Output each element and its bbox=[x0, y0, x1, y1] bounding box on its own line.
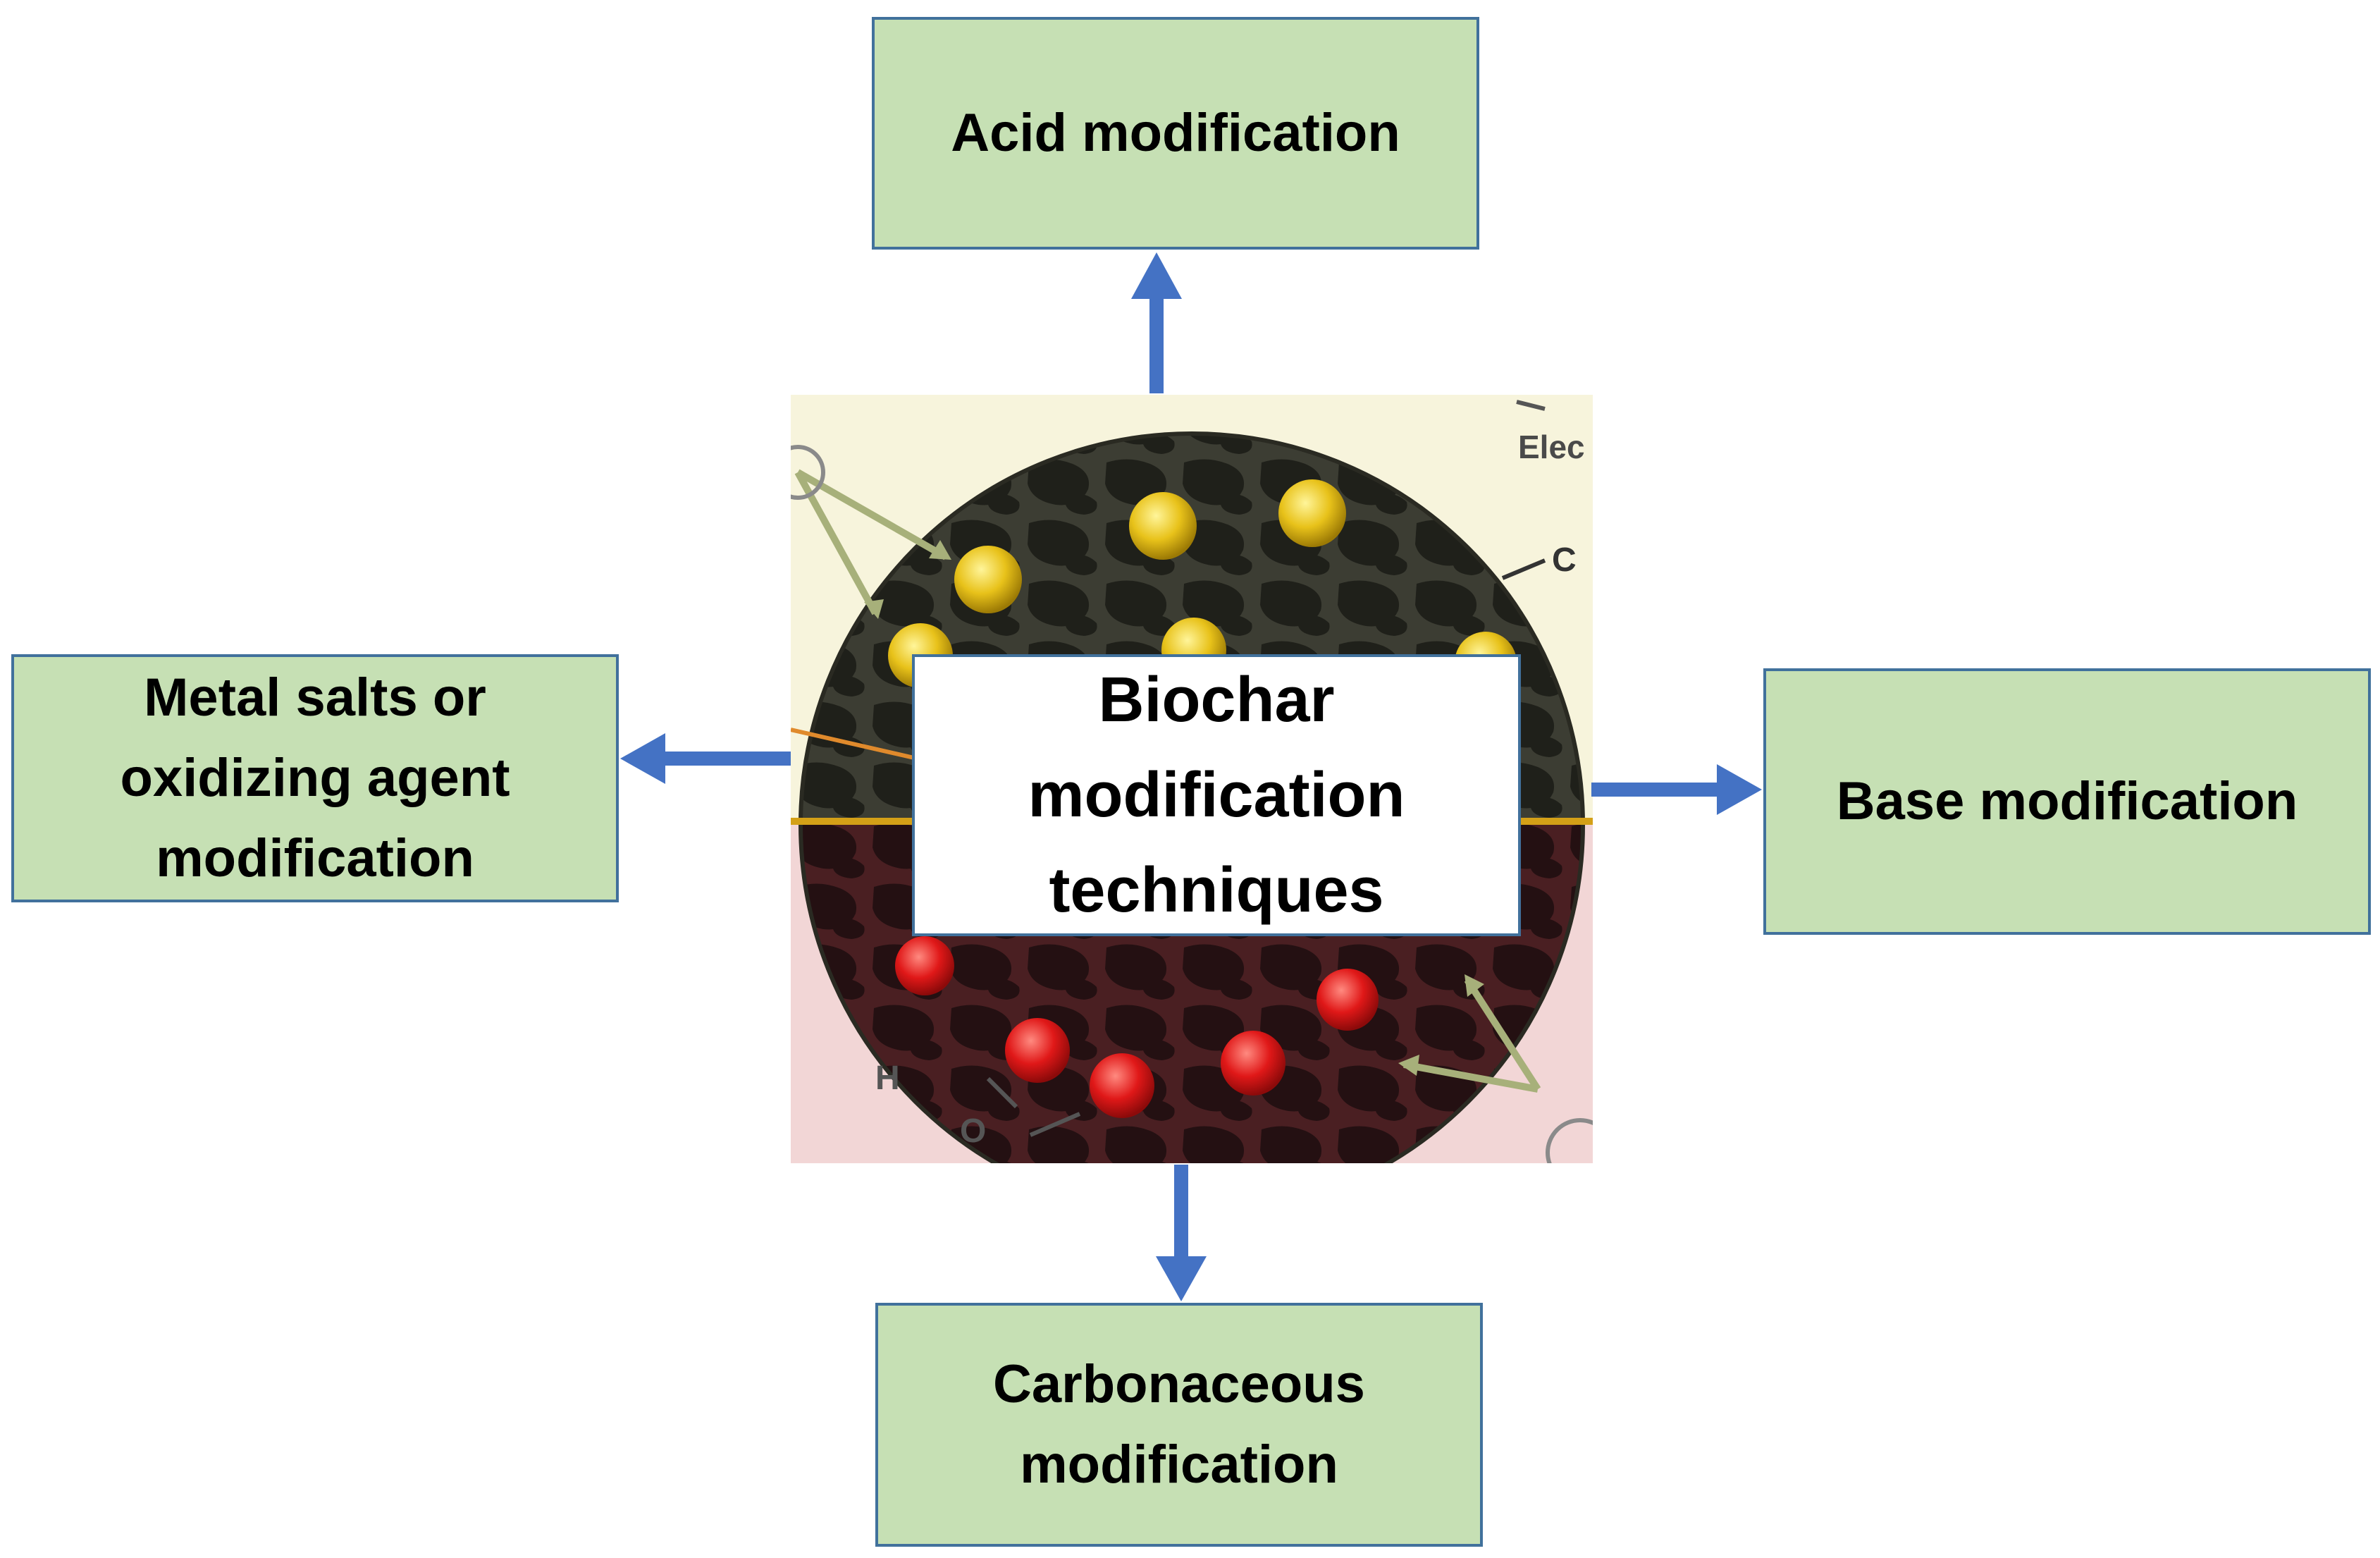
red-particle bbox=[1221, 1031, 1285, 1096]
arrow-to-acid-head bbox=[1131, 252, 1182, 299]
center-label-line: techniques bbox=[1049, 854, 1384, 926]
pointer-head bbox=[1398, 1055, 1419, 1076]
metal-salts-modification-box: Metal salts or oxidizing agent modificat… bbox=[11, 654, 619, 902]
arrow-to-base-head bbox=[1717, 764, 1762, 815]
pointer-head bbox=[929, 540, 951, 560]
illustration-label: O bbox=[960, 1112, 986, 1150]
pointer-line bbox=[1403, 1061, 1539, 1093]
yellow-particle bbox=[954, 546, 1022, 613]
yellow-particle bbox=[1278, 479, 1346, 547]
molecule-atom bbox=[791, 445, 825, 500]
node-label: Acid modification bbox=[951, 103, 1400, 163]
red-particle bbox=[1090, 1053, 1154, 1118]
center-label-box: Biochar modification techniques bbox=[912, 654, 1521, 936]
red-particle bbox=[1317, 969, 1379, 1031]
red-particle bbox=[1005, 1018, 1070, 1083]
bond-line bbox=[1516, 400, 1546, 411]
bond-line bbox=[1029, 1112, 1081, 1137]
center-label-line: Biochar bbox=[1098, 664, 1335, 735]
illustration-label: C bbox=[1552, 541, 1577, 579]
illustration-label: H bbox=[875, 1060, 900, 1097]
yellow-particle bbox=[1129, 492, 1197, 560]
node-label: oxidizing agent bbox=[120, 748, 510, 808]
node-label: Base modification bbox=[1836, 771, 2298, 831]
bond-line bbox=[791, 728, 915, 760]
pointer-line bbox=[796, 469, 948, 560]
base-modification-box: Base modification bbox=[1763, 668, 2371, 935]
pointer-head bbox=[864, 599, 884, 619]
arrow-to-metal-head bbox=[620, 733, 665, 784]
red-particle bbox=[895, 936, 954, 995]
pointer-head bbox=[1465, 974, 1484, 997]
acid-modification-box: Acid modification bbox=[872, 17, 1479, 250]
node-label: modification bbox=[1020, 1435, 1338, 1495]
bond-line bbox=[1501, 558, 1546, 580]
node-label: Carbonaceous bbox=[993, 1354, 1365, 1414]
arrow-to-carbonaceous-head bbox=[1156, 1256, 1207, 1301]
node-label: Metal salts or bbox=[144, 668, 486, 728]
carbonaceous-modification-box: Carbonaceous modification bbox=[875, 1303, 1483, 1547]
pointer-line bbox=[1464, 978, 1541, 1091]
node-label: modification bbox=[156, 828, 474, 888]
center-label-line: modification bbox=[1028, 759, 1405, 830]
center-label-text: Biochar modification techniques bbox=[1028, 653, 1405, 938]
molecule-atom bbox=[1546, 1118, 1593, 1163]
bond-line bbox=[986, 1077, 1018, 1109]
illustration-label: Elec bbox=[1518, 429, 1585, 465]
